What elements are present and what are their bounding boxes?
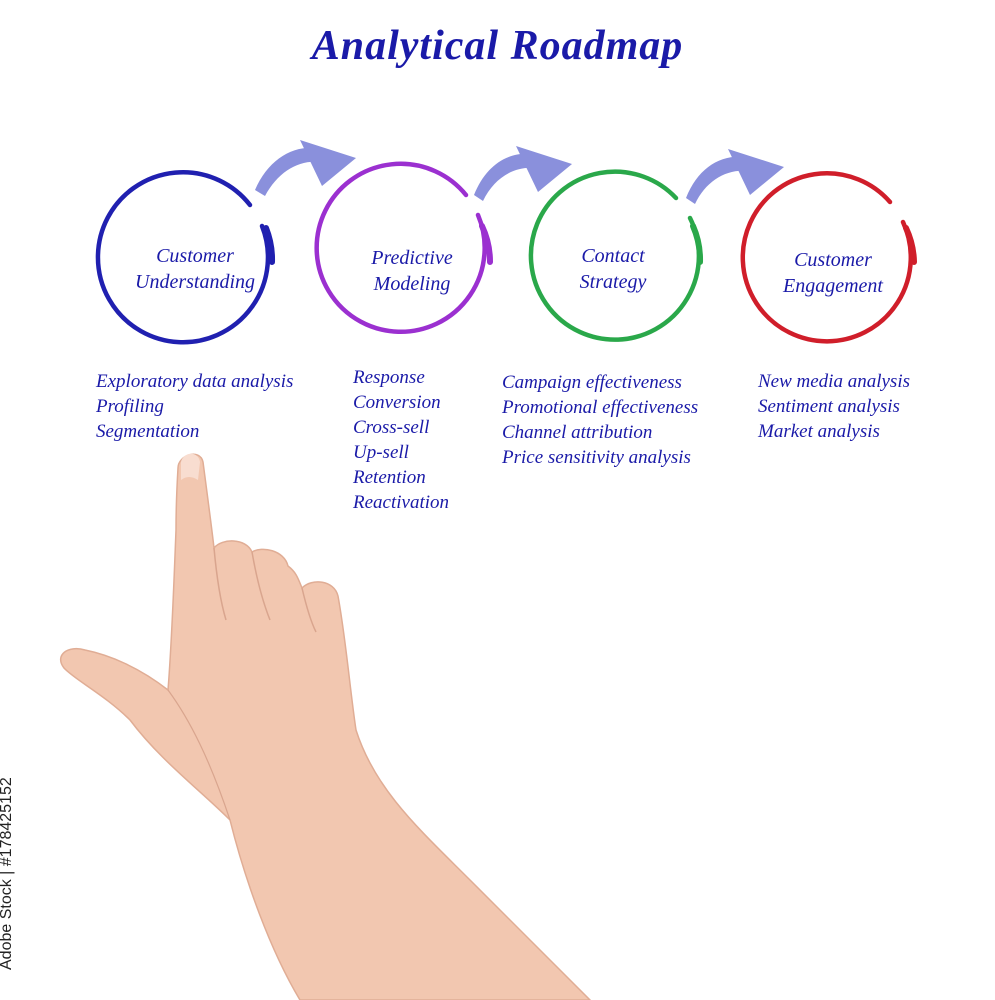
list-item: Retention — [353, 467, 426, 488]
stage-label-line: Contact — [581, 245, 645, 267]
stage-circle-4 — [740, 171, 917, 344]
list-item: Market analysis — [758, 421, 880, 442]
stage-label-customer-engagement: Customer Engagement — [748, 247, 918, 299]
stage-circle-3 — [528, 169, 704, 342]
stage-2-items: Response Conversion Cross-sell Up-sell R… — [353, 365, 449, 515]
stage-label-line: Customer — [794, 249, 872, 271]
list-item: Up-sell — [353, 442, 409, 463]
stage-label-contact-strategy: Contact Strategy — [528, 243, 698, 295]
list-item: Exploratory data analysis — [96, 371, 294, 392]
list-item: Segmentation — [96, 421, 200, 442]
list-item: Promotional effectiveness — [502, 397, 699, 418]
stage-label-line: Engagement — [783, 275, 883, 297]
stock-image-id: Adobe Stock | #178425152 — [0, 777, 15, 970]
list-item: Price sensitivity analysis — [502, 447, 691, 468]
stage-label-line: Strategy — [579, 271, 647, 293]
stage-label-predictive-modeling: Predictive Modeling — [327, 245, 497, 297]
stage-label-line: Customer — [156, 245, 234, 267]
list-item: Channel attribution — [502, 422, 653, 443]
list-item: Conversion — [353, 392, 441, 413]
stage-label-line: Understanding — [135, 271, 255, 293]
stage-label-customer-understanding: Customer Understanding — [110, 243, 280, 295]
flow-arrow-1 — [255, 140, 356, 196]
list-item: New media analysis — [758, 371, 910, 392]
list-item: Campaign effectiveness — [502, 372, 682, 393]
stage-1-items: Exploratory data analysis Profiling Segm… — [96, 369, 293, 444]
pointing-hand-image — [59, 453, 592, 1000]
stage-circle-1 — [95, 170, 276, 345]
list-item: Reactivation — [353, 492, 450, 513]
list-item: Cross-sell — [353, 417, 430, 438]
list-item: Sentiment analysis — [758, 396, 900, 417]
stage-circle-2 — [314, 161, 494, 335]
list-item: Profiling — [96, 396, 164, 417]
stage-3-items: Campaign effectiveness Promotional effec… — [502, 370, 698, 470]
stage-label-line: Modeling — [373, 273, 451, 295]
flow-arrow-3 — [686, 149, 784, 204]
stage-label-line: Predictive — [371, 247, 453, 269]
flow-arrow-2 — [474, 146, 572, 201]
stage-4-items: New media analysis Sentiment analysis Ma… — [758, 369, 910, 444]
list-item: Response — [353, 367, 425, 388]
diagram-title: Analytical Roadmap — [311, 23, 684, 69]
